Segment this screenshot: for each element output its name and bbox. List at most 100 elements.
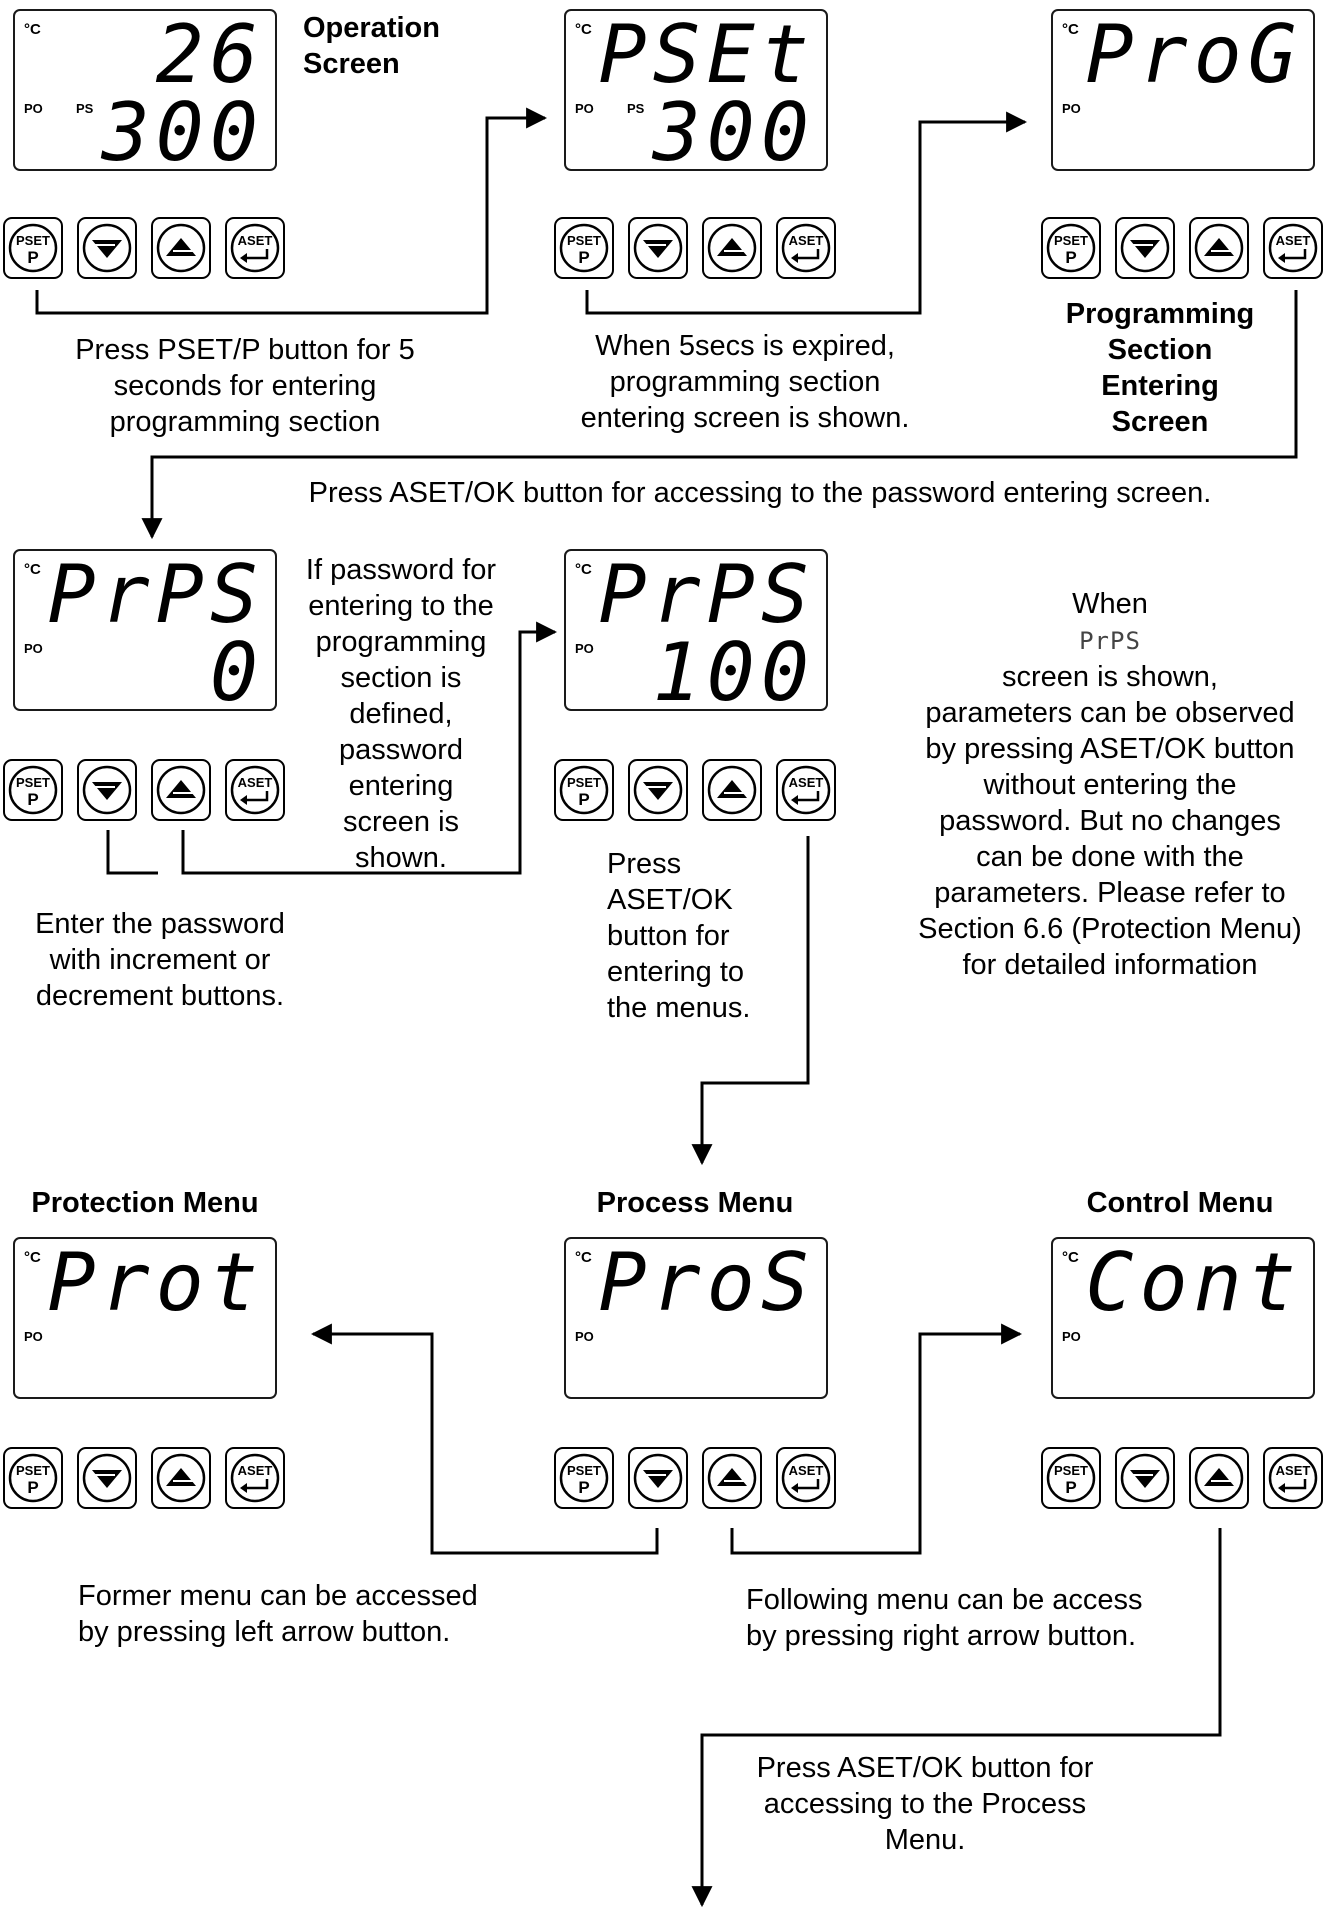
- connector-pset-to-prog: [585, 111, 1028, 315]
- decrement-button[interactable]: [77, 759, 137, 821]
- connector-process-to-control: [730, 1323, 1023, 1555]
- connector-control-to-process-menu: [691, 1528, 1222, 1908]
- display-top-value: Cont: [1085, 1236, 1302, 1329]
- enter-icon: [796, 1479, 820, 1490]
- unit-indicator: °C: [575, 561, 592, 578]
- caption-when-rest: screen is shown, parameters can be obser…: [918, 661, 1302, 981]
- increment-button[interactable]: [702, 1447, 762, 1509]
- enter-icon: [796, 791, 820, 802]
- caption-enter-password: Enter the password with increment or dec…: [35, 908, 285, 1012]
- control-menu-label: Control Menu: [1086, 1187, 1274, 1219]
- pset-label: PSET: [1054, 1463, 1088, 1478]
- aset-button[interactable]: ASET: [776, 1447, 836, 1509]
- indicator-po: PO: [575, 101, 594, 116]
- connector-increment-to-prps100: [181, 621, 558, 875]
- increment-button[interactable]: [702, 217, 762, 279]
- process-menu-label: Process Menu: [596, 1187, 794, 1219]
- decrement-button[interactable]: [628, 1447, 688, 1509]
- caption-following-menu: Following menu can be access by pressing…: [746, 1584, 1143, 1652]
- aset-button[interactable]: ASET: [1263, 1447, 1323, 1509]
- decrement-button[interactable]: [1115, 1447, 1175, 1509]
- display-bottom-value: 0: [210, 626, 264, 719]
- indicator-po: PO: [575, 641, 594, 656]
- p-label: P: [578, 1478, 589, 1497]
- connector-operation-to-pset: [35, 107, 548, 315]
- increment-button[interactable]: [1189, 217, 1249, 279]
- enter-icon: [1283, 1479, 1307, 1490]
- aset-button[interactable]: ASET: [225, 1447, 285, 1509]
- decrement-button[interactable]: [628, 217, 688, 279]
- display-bottom-value: 300: [101, 86, 265, 179]
- display-top-value: PSEt: [598, 8, 815, 101]
- aset-label: ASET: [238, 775, 273, 790]
- increment-button[interactable]: [702, 759, 762, 821]
- aset-button[interactable]: ASET: [225, 217, 285, 279]
- aset-button[interactable]: ASET: [776, 217, 836, 279]
- unit-indicator: °C: [575, 21, 592, 38]
- pset-label: PSET: [1054, 233, 1088, 248]
- aset-button[interactable]: ASET: [225, 759, 285, 821]
- enter-icon: [1283, 249, 1307, 260]
- unit-indicator: °C: [1062, 1249, 1079, 1266]
- decrement-button[interactable]: [1115, 217, 1175, 279]
- increment-button[interactable]: [1189, 1447, 1249, 1509]
- aset-label: ASET: [238, 1463, 273, 1478]
- pset-label: PSET: [567, 1463, 601, 1478]
- aset-label: ASET: [789, 1463, 824, 1478]
- display-bottom-value: 300: [652, 86, 816, 179]
- indicator-ps: PS: [76, 101, 94, 116]
- p-label: P: [578, 790, 589, 809]
- decrement-button[interactable]: [77, 1447, 137, 1509]
- aset-button[interactable]: ASET: [1263, 217, 1323, 279]
- aset-label: ASET: [238, 233, 273, 248]
- unit-indicator: °C: [575, 1249, 592, 1266]
- display-top-value: 26: [156, 8, 264, 101]
- enter-icon: [796, 249, 820, 260]
- aset-button[interactable]: ASET: [776, 759, 836, 821]
- operation-screen-label: Operation Screen: [303, 12, 440, 80]
- enter-icon: [245, 1479, 269, 1490]
- increment-button[interactable]: [151, 1447, 211, 1509]
- caption-press-aset-menus: Press ASET/OK button for entering to the…: [607, 848, 751, 1024]
- increment-button[interactable]: [151, 759, 211, 821]
- connector-process-to-protection: [310, 1323, 659, 1555]
- pset-label: PSET: [16, 233, 50, 248]
- caption-press-aset-access: Press ASET/OK button for accessing to th…: [308, 477, 1212, 509]
- decrement-button[interactable]: [77, 217, 137, 279]
- aset-label: ASET: [789, 775, 824, 790]
- decrement-button[interactable]: [628, 759, 688, 821]
- caption-former-menu: Former menu can be accessed by pressing …: [78, 1580, 478, 1648]
- caption-press-pset: Press PSET/P button for 5 seconds for en…: [75, 334, 415, 438]
- programming-section-label: Programming Section Entering Screen: [1065, 298, 1255, 438]
- p-label: P: [1065, 1478, 1076, 1497]
- enter-icon: [245, 249, 269, 260]
- indicator-po: PO: [24, 1329, 43, 1344]
- indicator-po: PO: [1062, 101, 1081, 116]
- increment-button[interactable]: [151, 217, 211, 279]
- connector-prps100-to-process: [691, 836, 810, 1166]
- unit-indicator: °C: [24, 21, 41, 38]
- display-top-value: ProS: [598, 1236, 815, 1329]
